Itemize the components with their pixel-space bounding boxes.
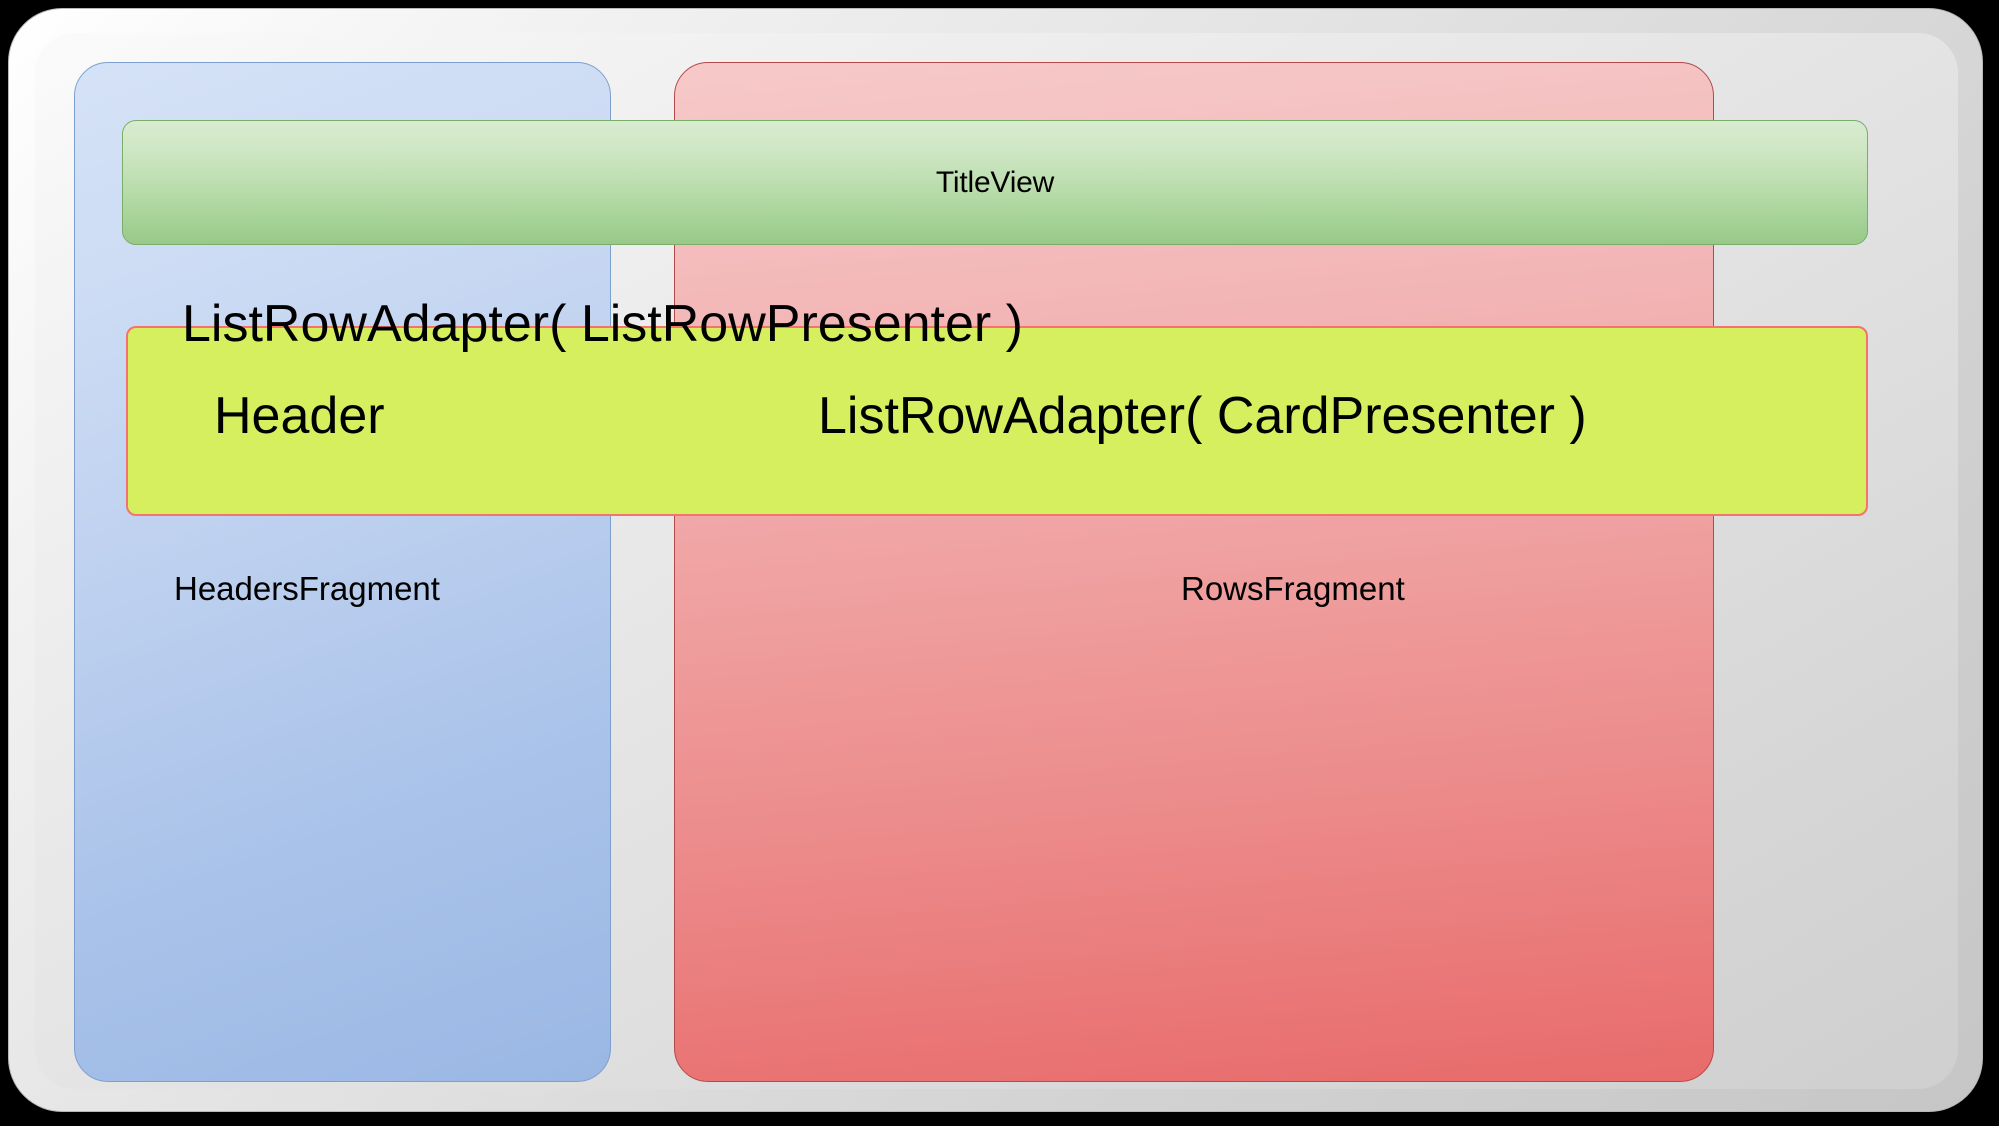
- header-label: Header: [214, 387, 385, 445]
- list-row-box-inner: Header ListRowAdapter( CardPresenter ): [128, 328, 1866, 514]
- list-row-adapter-cardpresenter-label: ListRowAdapter( CardPresenter ): [818, 387, 1587, 445]
- list-row-box[interactable]: Header ListRowAdapter( CardPresenter ): [126, 326, 1868, 516]
- list-row-adapter-listrowpresenter-label: ListRowAdapter( ListRowPresenter ): [182, 295, 1023, 353]
- diagram-body: TitleView ListRowAdapter( ListRowPresent…: [34, 32, 1957, 1088]
- title-view-label: TitleView: [935, 165, 1055, 199]
- title-view-bar[interactable]: TitleView: [122, 120, 1868, 245]
- rows-fragment-label: RowsFragment: [1181, 570, 1405, 607]
- headers-fragment-label: HeadersFragment: [174, 570, 440, 607]
